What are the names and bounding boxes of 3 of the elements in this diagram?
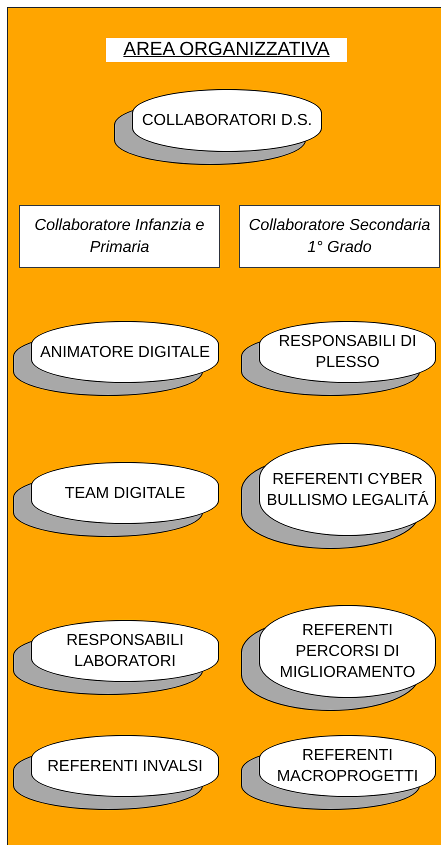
title: AREA ORGANIZZATIVA	[106, 38, 347, 62]
text-box: Collaboratore Secondaria 1° Grado	[239, 205, 440, 268]
text-box: Collaboratore Infanzia e Primaria	[19, 205, 220, 268]
